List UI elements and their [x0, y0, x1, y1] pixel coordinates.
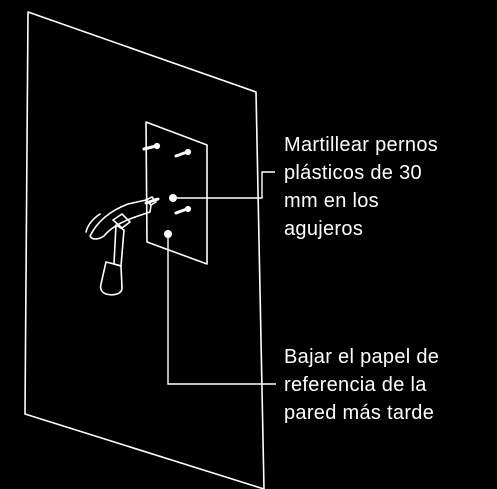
wall-panel [24, 11, 265, 489]
callout-line: referencia de la [284, 374, 427, 396]
paper-template [145, 121, 208, 265]
hammer-icon [85, 196, 157, 296]
callout-line: Martillear pernos [284, 134, 439, 156]
callout-line: plásticos de 30 [284, 162, 422, 184]
leader-line-top [173, 171, 275, 199]
callout-line: Bajar el papel de [284, 346, 440, 368]
callout-line: pared más tarde [284, 402, 435, 424]
leader-line-bottom [167, 234, 276, 385]
callout-line: mm en los [284, 190, 379, 212]
callout-hammer-anchors: Martillear pernos plásticos de 30 mm en … [284, 131, 438, 243]
callout-line: agujeros [284, 218, 364, 240]
plastic-anchor [142, 142, 192, 215]
callout-remove-template: Bajar el papel de referencia de la pared… [284, 343, 439, 427]
